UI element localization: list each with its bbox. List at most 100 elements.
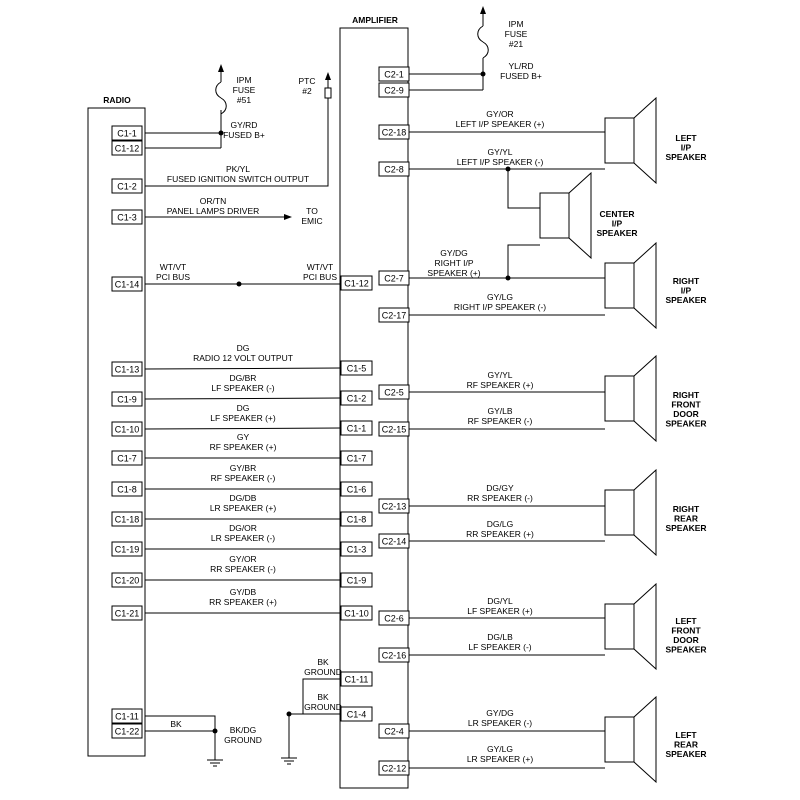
speaker-cone bbox=[633, 354, 657, 443]
radio-pin-label: C1-3 bbox=[117, 213, 137, 223]
rr_neg-label-line: RR SPEAKER (-) bbox=[210, 564, 276, 574]
amp-pin-c2 bbox=[378, 723, 410, 739]
fuse51-label-line: #51 bbox=[237, 95, 251, 105]
lf_pos-label-line: LF SPEAKER (+) bbox=[210, 413, 276, 423]
lr_pos-label-line: LR SPEAKER (+) bbox=[210, 503, 277, 513]
fused-b-amp-label-line: FUSED B+ bbox=[500, 71, 542, 81]
center-ip-speaker-label-line: SPEAKER bbox=[596, 228, 637, 238]
amp-pin-c1-label: C1-9 bbox=[347, 576, 367, 586]
right-ip-speaker bbox=[604, 241, 657, 330]
amp-pin-c2-label: C2-5 bbox=[384, 388, 404, 398]
right-front-door-speaker-label-line: SPEAKER bbox=[665, 419, 706, 429]
amp-pin-c1-label: C1-5 bbox=[347, 364, 367, 374]
amp-pin-c2 bbox=[378, 421, 410, 437]
rr_neg-label-line: GY/OR bbox=[229, 554, 256, 564]
amp-pin-c2-label: C2-16 bbox=[382, 651, 407, 661]
rr-neg2-label-line: RR SPEAKER (-) bbox=[467, 493, 533, 503]
ptc-icon bbox=[324, 87, 332, 99]
wire bbox=[288, 713, 341, 758]
fuse-curve bbox=[482, 41, 489, 59]
fuse21-label-line: FUSE bbox=[505, 29, 528, 39]
ignition-label-line: PK/YL bbox=[226, 164, 250, 174]
amp-pin-c2-label: C2-18 bbox=[382, 128, 407, 138]
wire bbox=[145, 715, 216, 760]
radio-ground-label-line: GROUND bbox=[224, 735, 262, 745]
radio-pin-label: C1-20 bbox=[115, 576, 140, 586]
ptc2-label-line: #2 bbox=[302, 86, 312, 96]
radio-pin bbox=[111, 391, 143, 407]
radio-pin bbox=[111, 605, 143, 621]
arrow-up-icon bbox=[480, 6, 486, 14]
fuse51-label-line: IPM bbox=[236, 75, 251, 85]
left-ip-neg-label-line: GY/YL bbox=[487, 147, 512, 157]
right-rear-speaker-label-line: SPEAKER bbox=[665, 523, 706, 533]
amp-pin-c1 bbox=[340, 541, 373, 557]
lf-pos2-label-line: DG/YL bbox=[487, 596, 513, 606]
amp-pin-c2-label: C2-14 bbox=[382, 537, 407, 547]
wire bbox=[144, 367, 342, 370]
amp-ground1-label-line: GROUND bbox=[304, 667, 342, 677]
left-front-door-speaker-label-line: SPEAKER bbox=[665, 645, 706, 655]
emic-label-line: TO bbox=[306, 206, 318, 216]
wire bbox=[145, 112, 329, 187]
amp-pin-c1 bbox=[340, 605, 373, 621]
amp-pin-c1 bbox=[340, 511, 373, 527]
panel-lamps-label-line: PANEL LAMPS DRIVER bbox=[167, 206, 260, 216]
speaker-magnet bbox=[604, 603, 635, 650]
radio-pin bbox=[111, 276, 143, 292]
lf_neg-label-line: DG/BR bbox=[230, 373, 257, 383]
lf-neg2-label-line: DG/LB bbox=[487, 632, 513, 642]
amp-pin-c1-label: C1-2 bbox=[347, 394, 367, 404]
rf-pos2-label-line: GY/YL bbox=[487, 370, 512, 380]
amp-pin-c1-label: C1-3 bbox=[347, 545, 367, 555]
left-ip-speaker-label-line: I/P bbox=[681, 143, 692, 153]
amp-pin-c1-label: C1-8 bbox=[347, 515, 367, 525]
right-ip-pos-label-line: SPEAKER (+) bbox=[427, 268, 480, 278]
lf_neg-label-line: LF SPEAKER (-) bbox=[211, 383, 274, 393]
wire bbox=[144, 397, 342, 400]
speaker-magnet bbox=[604, 489, 635, 536]
amp-pin-c1 bbox=[340, 275, 373, 291]
radio-ground-label-line: BK/DG bbox=[230, 725, 256, 735]
center-ip-speaker-label-line: CENTER bbox=[600, 209, 635, 219]
speaker-cone bbox=[633, 695, 657, 784]
amp-pin-c2 bbox=[378, 610, 410, 626]
fused-b-label-line: GY/RD bbox=[231, 120, 258, 130]
right-front-door-speaker-label-line: FRONT bbox=[671, 400, 701, 410]
rf_neg-label-line: RF SPEAKER (-) bbox=[211, 473, 276, 483]
out12-label-line: DG bbox=[237, 343, 250, 353]
amp-pin-c2-label: C2-8 bbox=[384, 165, 404, 175]
speaker-magnet bbox=[604, 375, 635, 422]
left-front-door-speaker-label-line: DOOR bbox=[673, 635, 699, 645]
amplifier-title: AMPLIFIER bbox=[352, 15, 398, 25]
speaker-cone bbox=[568, 171, 592, 260]
amp-pin-c1 bbox=[340, 706, 373, 722]
rf-neg2-label-line: RF SPEAKER (-) bbox=[468, 416, 533, 426]
center-ip-speaker bbox=[539, 171, 592, 260]
lf_pos-label-line: DG bbox=[237, 403, 250, 413]
right-front-door-speaker-label-line: RIGHT bbox=[673, 390, 700, 400]
rr-neg2-label-line: DG/GY bbox=[486, 483, 514, 493]
rf-pos2-label-line: RF SPEAKER (+) bbox=[467, 380, 534, 390]
right-front-door-speaker bbox=[604, 354, 657, 443]
left-ip-speaker-label-line: SPEAKER bbox=[665, 152, 706, 162]
amp-pin-c1 bbox=[340, 360, 373, 376]
amp-ground1-label-line: BK bbox=[317, 657, 329, 667]
arrow-right-icon bbox=[284, 214, 292, 220]
rr-pos2-label-line: RR SPEAKER (+) bbox=[466, 529, 534, 539]
splice-dot bbox=[505, 166, 511, 172]
radio-pin-label: C1-10 bbox=[115, 425, 140, 435]
amp-pin-c1 bbox=[340, 572, 373, 588]
splice-dot bbox=[505, 275, 511, 281]
amp-pin-c1-label: C1-7 bbox=[347, 454, 367, 464]
fuse21-label-line: IPM bbox=[508, 19, 523, 29]
rf-neg2-label-line: GY/LB bbox=[487, 406, 512, 416]
radio-pin bbox=[111, 450, 143, 466]
ptc2-label-line: PTC bbox=[299, 76, 316, 86]
amp-pin-c2-label: C2-12 bbox=[382, 764, 407, 774]
amp-pin-c2 bbox=[378, 533, 410, 549]
left-ip-pos-label-line: GY/OR bbox=[486, 109, 513, 119]
radio-pin-label: C1-18 bbox=[115, 515, 140, 525]
radio-pin bbox=[111, 541, 143, 557]
